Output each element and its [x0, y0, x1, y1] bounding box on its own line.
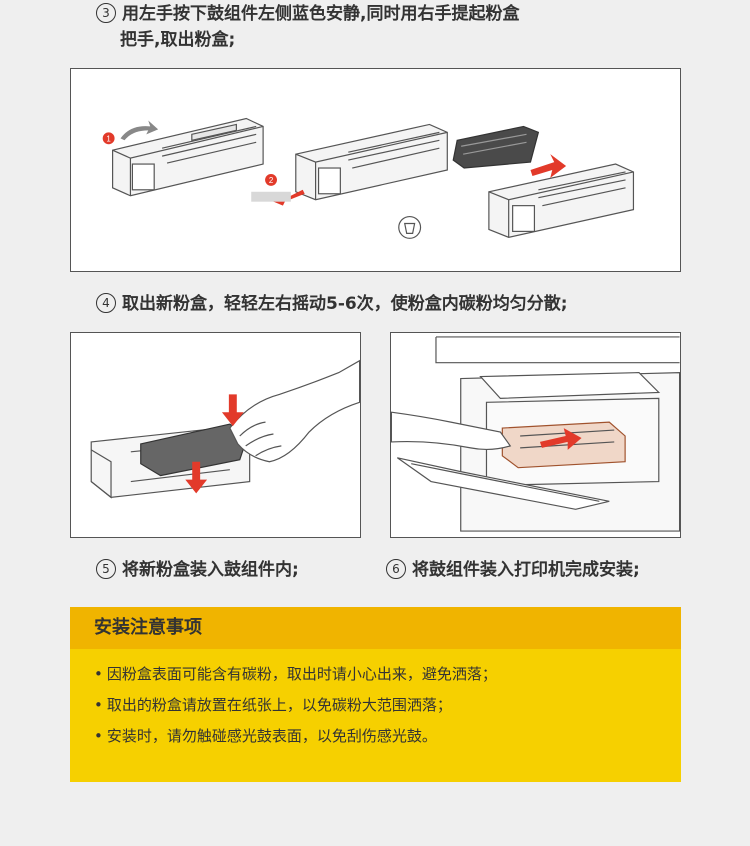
step-3-instruction-cont: 把手,取出粉盒; — [120, 28, 235, 52]
marker-1-label: 1 — [106, 134, 111, 143]
step-number-badge: 4 — [96, 293, 116, 313]
figure-shake-toner — [70, 332, 361, 538]
marker-2-icon — [265, 173, 277, 186]
notice-title: 安装注意事项 — [70, 607, 681, 649]
notice-item: 因粉盒表面可能含有碳粉，取出时请小心出来，避免洒落； — [94, 659, 681, 690]
step-3-instruction: 3 用左手按下鼓组件左侧蓝色安静,同时用右手提起粉盒 — [96, 2, 519, 26]
remove-toner-illustration: 1 2 — [102, 117, 635, 239]
marker-1-icon — [102, 132, 115, 145]
step-3-line-2: 把手,取出粉盒; — [120, 30, 236, 50]
step-6-instruction: 6 将鼓组件装入打印机完成安装; — [386, 558, 640, 582]
figure-remove-toner: 1 2 — [70, 68, 681, 272]
notice-item: 取出的粉盒请放置在纸张上，以免碳粉大范围洒落； — [94, 690, 681, 721]
notice-item: 安装时，请勿触碰感光鼓表面，以免刮伤感光鼓。 — [94, 721, 681, 752]
install-drum-illustration — [391, 336, 680, 532]
step-number-badge: 5 — [96, 559, 116, 579]
step-number-badge: 3 — [96, 3, 116, 23]
step-5-text: 将新粉盒装入鼓组件内; — [122, 560, 299, 580]
step-4-instruction: 4 取出新粉盒，轻轻左右摇动5-6次，使粉盒内碳粉均匀分散; — [96, 292, 568, 316]
shake-toner-illustration — [90, 359, 360, 499]
marker-2-label: 2 — [269, 176, 273, 185]
step-5-instruction: 5 将新粉盒装入鼓组件内; — [96, 558, 299, 582]
notice-list: 因粉盒表面可能含有碳粉，取出时请小心出来，避免洒落； 取出的粉盒请放置在纸张上，… — [70, 649, 681, 752]
step-number-badge: 6 — [386, 559, 406, 579]
figure-install-drum — [390, 332, 681, 538]
step-6-text: 将鼓组件装入打印机完成安装; — [412, 560, 640, 580]
installation-notice: 安装注意事项 因粉盒表面可能含有碳粉，取出时请小心出来，避免洒落； 取出的粉盒请… — [70, 607, 681, 782]
step-4-text: 取出新粉盒，轻轻左右摇动5-6次，使粉盒内碳粉均匀分散; — [122, 294, 568, 314]
step-3-line-1: 用左手按下鼓组件左侧蓝色安静,同时用右手提起粉盒 — [122, 4, 520, 24]
